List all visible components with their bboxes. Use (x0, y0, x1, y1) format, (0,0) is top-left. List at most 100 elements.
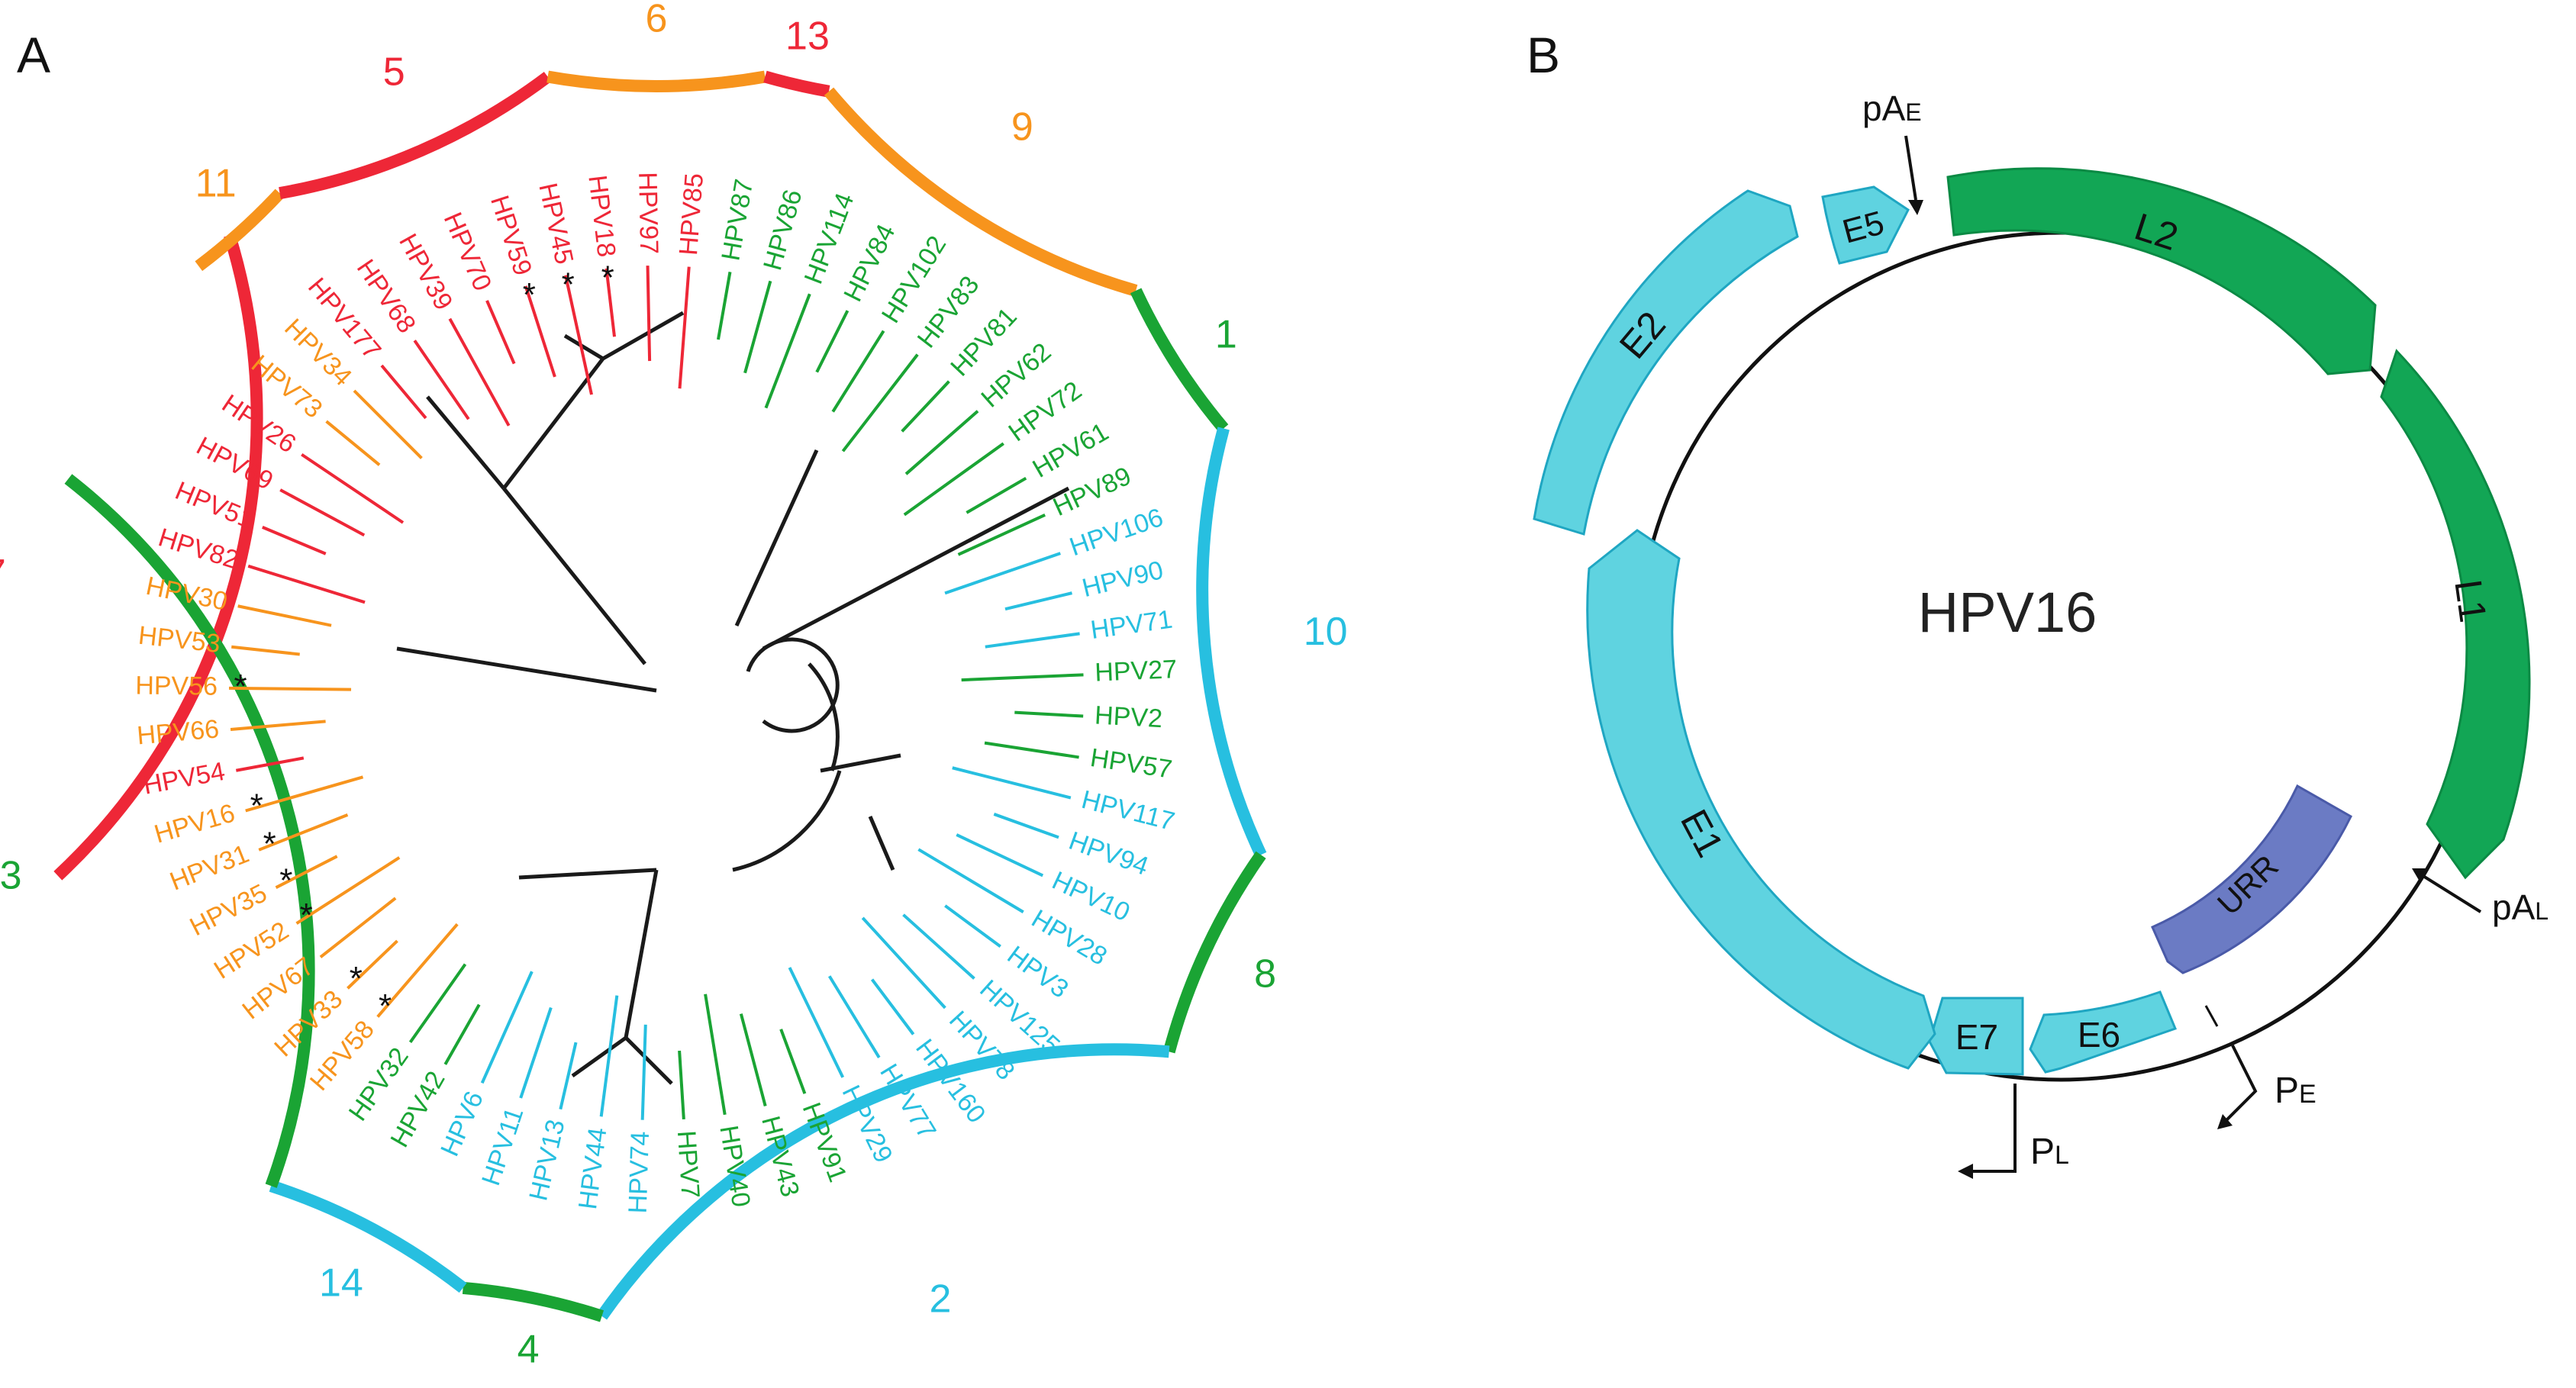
leaf-branch (599, 995, 619, 1117)
arrowhead-p-l (1958, 1164, 1973, 1179)
leaf-branch (985, 632, 1080, 649)
leaf-branch (262, 526, 327, 556)
marker-p-e: PE (2204, 1005, 2316, 1129)
species-label: 4 (517, 1328, 540, 1372)
species-label: 5 (383, 50, 405, 95)
leaf-branch (704, 993, 727, 1116)
species-arc (824, 87, 1138, 297)
leaf-branch (901, 380, 950, 433)
species-label: 3 (0, 853, 22, 897)
branch-2 (868, 816, 895, 871)
species-arc (462, 1281, 605, 1322)
leaf-label: HPV45 (533, 180, 579, 266)
leaf-branch (831, 330, 885, 413)
branch-11 (426, 395, 505, 490)
branch-5 (563, 333, 605, 361)
species-label: 9 (1011, 105, 1033, 150)
leaf-branch (229, 686, 352, 691)
leaf-branch (966, 476, 1027, 514)
species-arc (269, 1180, 467, 1293)
leaf-branch (739, 1013, 767, 1107)
leaf-branch (301, 452, 405, 524)
high-risk-star-icon: * (234, 668, 247, 705)
high-risk-star-icon: * (379, 987, 392, 1025)
leaf-branch (1014, 710, 1084, 718)
leaf-branch (827, 975, 881, 1058)
marker-label-p-e: PE (2275, 1071, 2316, 1111)
leaf-label: HPV87 (716, 177, 759, 263)
branch-1-10 (762, 486, 1070, 651)
leaf-branch (605, 268, 616, 337)
species-label: 8 (1254, 952, 1276, 997)
gene-label-e7: E7 (1955, 1017, 1998, 1057)
leaf-branch (325, 420, 381, 466)
leaf-label: HPV90 (1079, 556, 1166, 603)
branch-4 (624, 1036, 673, 1085)
leaf-branch (815, 310, 850, 373)
leaf-label: HPV11 (476, 1104, 529, 1190)
gene-label-l1: L1 (2446, 577, 2494, 625)
high-risk-star-icon: * (523, 276, 536, 314)
arrow-pa-l (2418, 872, 2482, 913)
leaf-label: HPV94 (1065, 826, 1152, 881)
leaf-branch (245, 775, 364, 813)
leaf-branch (237, 604, 332, 627)
leaf-branch (279, 488, 366, 537)
panel-b-label: B (1527, 27, 1560, 83)
leaf-label: HPV86 (758, 186, 808, 273)
leaf-branch (788, 967, 845, 1078)
leaf-branch (319, 897, 397, 958)
marker-label-p-l: PL (2030, 1132, 2069, 1172)
leaf-label: HPV85 (674, 172, 709, 256)
leaf-label: HPV7 (672, 1129, 705, 1199)
gene-l1 (2380, 349, 2531, 880)
leaf-label: HPV71 (1089, 605, 1175, 646)
branch-14 (571, 1035, 627, 1078)
species-arc (279, 72, 552, 199)
gene-e6 (2029, 990, 2177, 1074)
species-arc (1196, 427, 1267, 858)
leaf-label: HPV18 (582, 173, 621, 258)
leaf-branch (956, 833, 1044, 878)
species-arc (1162, 851, 1266, 1054)
leaf-branch (952, 766, 1072, 800)
leaf-label: HPV44 (573, 1126, 613, 1211)
leaf-branch (678, 266, 691, 389)
species-label: 10 (1304, 610, 1348, 654)
leaf-label: HPV13 (524, 1117, 570, 1204)
leaf-branch (413, 340, 470, 420)
leaf-label: HPV57 (1088, 743, 1174, 784)
arrowhead-p-e (2217, 1114, 2233, 1129)
high-risk-star-icon: * (350, 960, 363, 997)
leaf-branch (347, 939, 398, 990)
leaf-branch (984, 741, 1079, 759)
leaf-label: HPV74 (624, 1131, 656, 1214)
leaf-branch (961, 673, 1084, 682)
leaf-branch (870, 978, 915, 1035)
leaf-branch (646, 266, 652, 362)
leaf-branch (640, 1024, 647, 1120)
leaf-branch (443, 1003, 481, 1065)
leaf-label: HPV117 (1078, 785, 1178, 836)
arrow-pa-e (1904, 135, 1917, 201)
arrow-p-e (2223, 1045, 2258, 1123)
gene-urr (2151, 784, 2352, 974)
species-arc (763, 70, 830, 98)
leaf-branch (524, 285, 556, 378)
gene-e5 (1821, 185, 1910, 265)
species-arc (53, 233, 263, 881)
high-risk-star-icon: * (300, 897, 313, 934)
panel-b: B HPV16 L2 L1 URR E6 E7 E1 E2 E5 (1527, 27, 2549, 1179)
branch-6 (601, 311, 685, 361)
branch-right-arc (808, 662, 840, 771)
leaf-branch (559, 1042, 578, 1110)
gene-e1 (1586, 529, 1936, 1070)
species-label: 11 (195, 162, 237, 206)
tree-backbone (396, 311, 1070, 1085)
species-label: 6 (646, 0, 668, 41)
arrowhead-pa-e (1908, 200, 1923, 215)
species-arc (596, 1043, 1170, 1320)
species-arc (195, 188, 285, 272)
gene-label-e6: E6 (2078, 1015, 2120, 1055)
